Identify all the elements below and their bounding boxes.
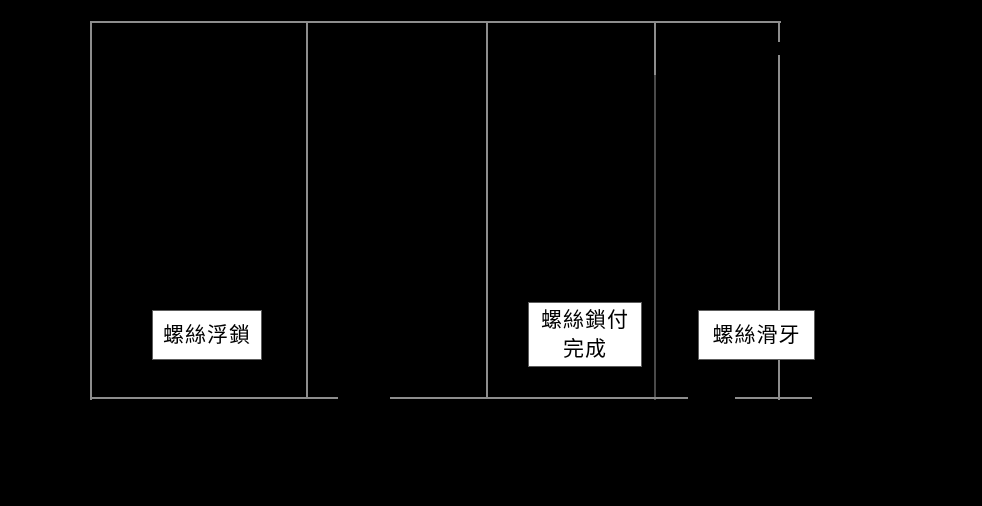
divider-line-3-lower [654,75,656,400]
label-text-screw-lock-complete: 螺絲鎖付 完成 [541,308,629,361]
divider-line-right-boundary-lower [778,55,780,400]
divider-line-2 [486,21,488,399]
label-text-screw-thread-strip: 螺絲滑牙 [712,322,801,347]
baseline-segment-1 [92,397,338,399]
baseline-segment-2 [390,397,688,399]
label-box-screw-lock-complete[interactable]: 螺絲鎖付 完成 [528,302,642,367]
divider-line-3 [654,21,656,75]
divider-line-1 [306,21,308,399]
divider-line-right-boundary [778,21,780,42]
label-box-screw-float-lock[interactable]: 螺絲浮鎖 [152,310,262,360]
divider-line-left-boundary [90,21,92,400]
label-box-screw-thread-strip[interactable]: 螺絲滑牙 [698,310,815,360]
label-text-screw-float-lock: 螺絲浮鎖 [163,322,251,347]
top-rail-line [91,21,781,23]
baseline-segment-3 [735,397,812,399]
